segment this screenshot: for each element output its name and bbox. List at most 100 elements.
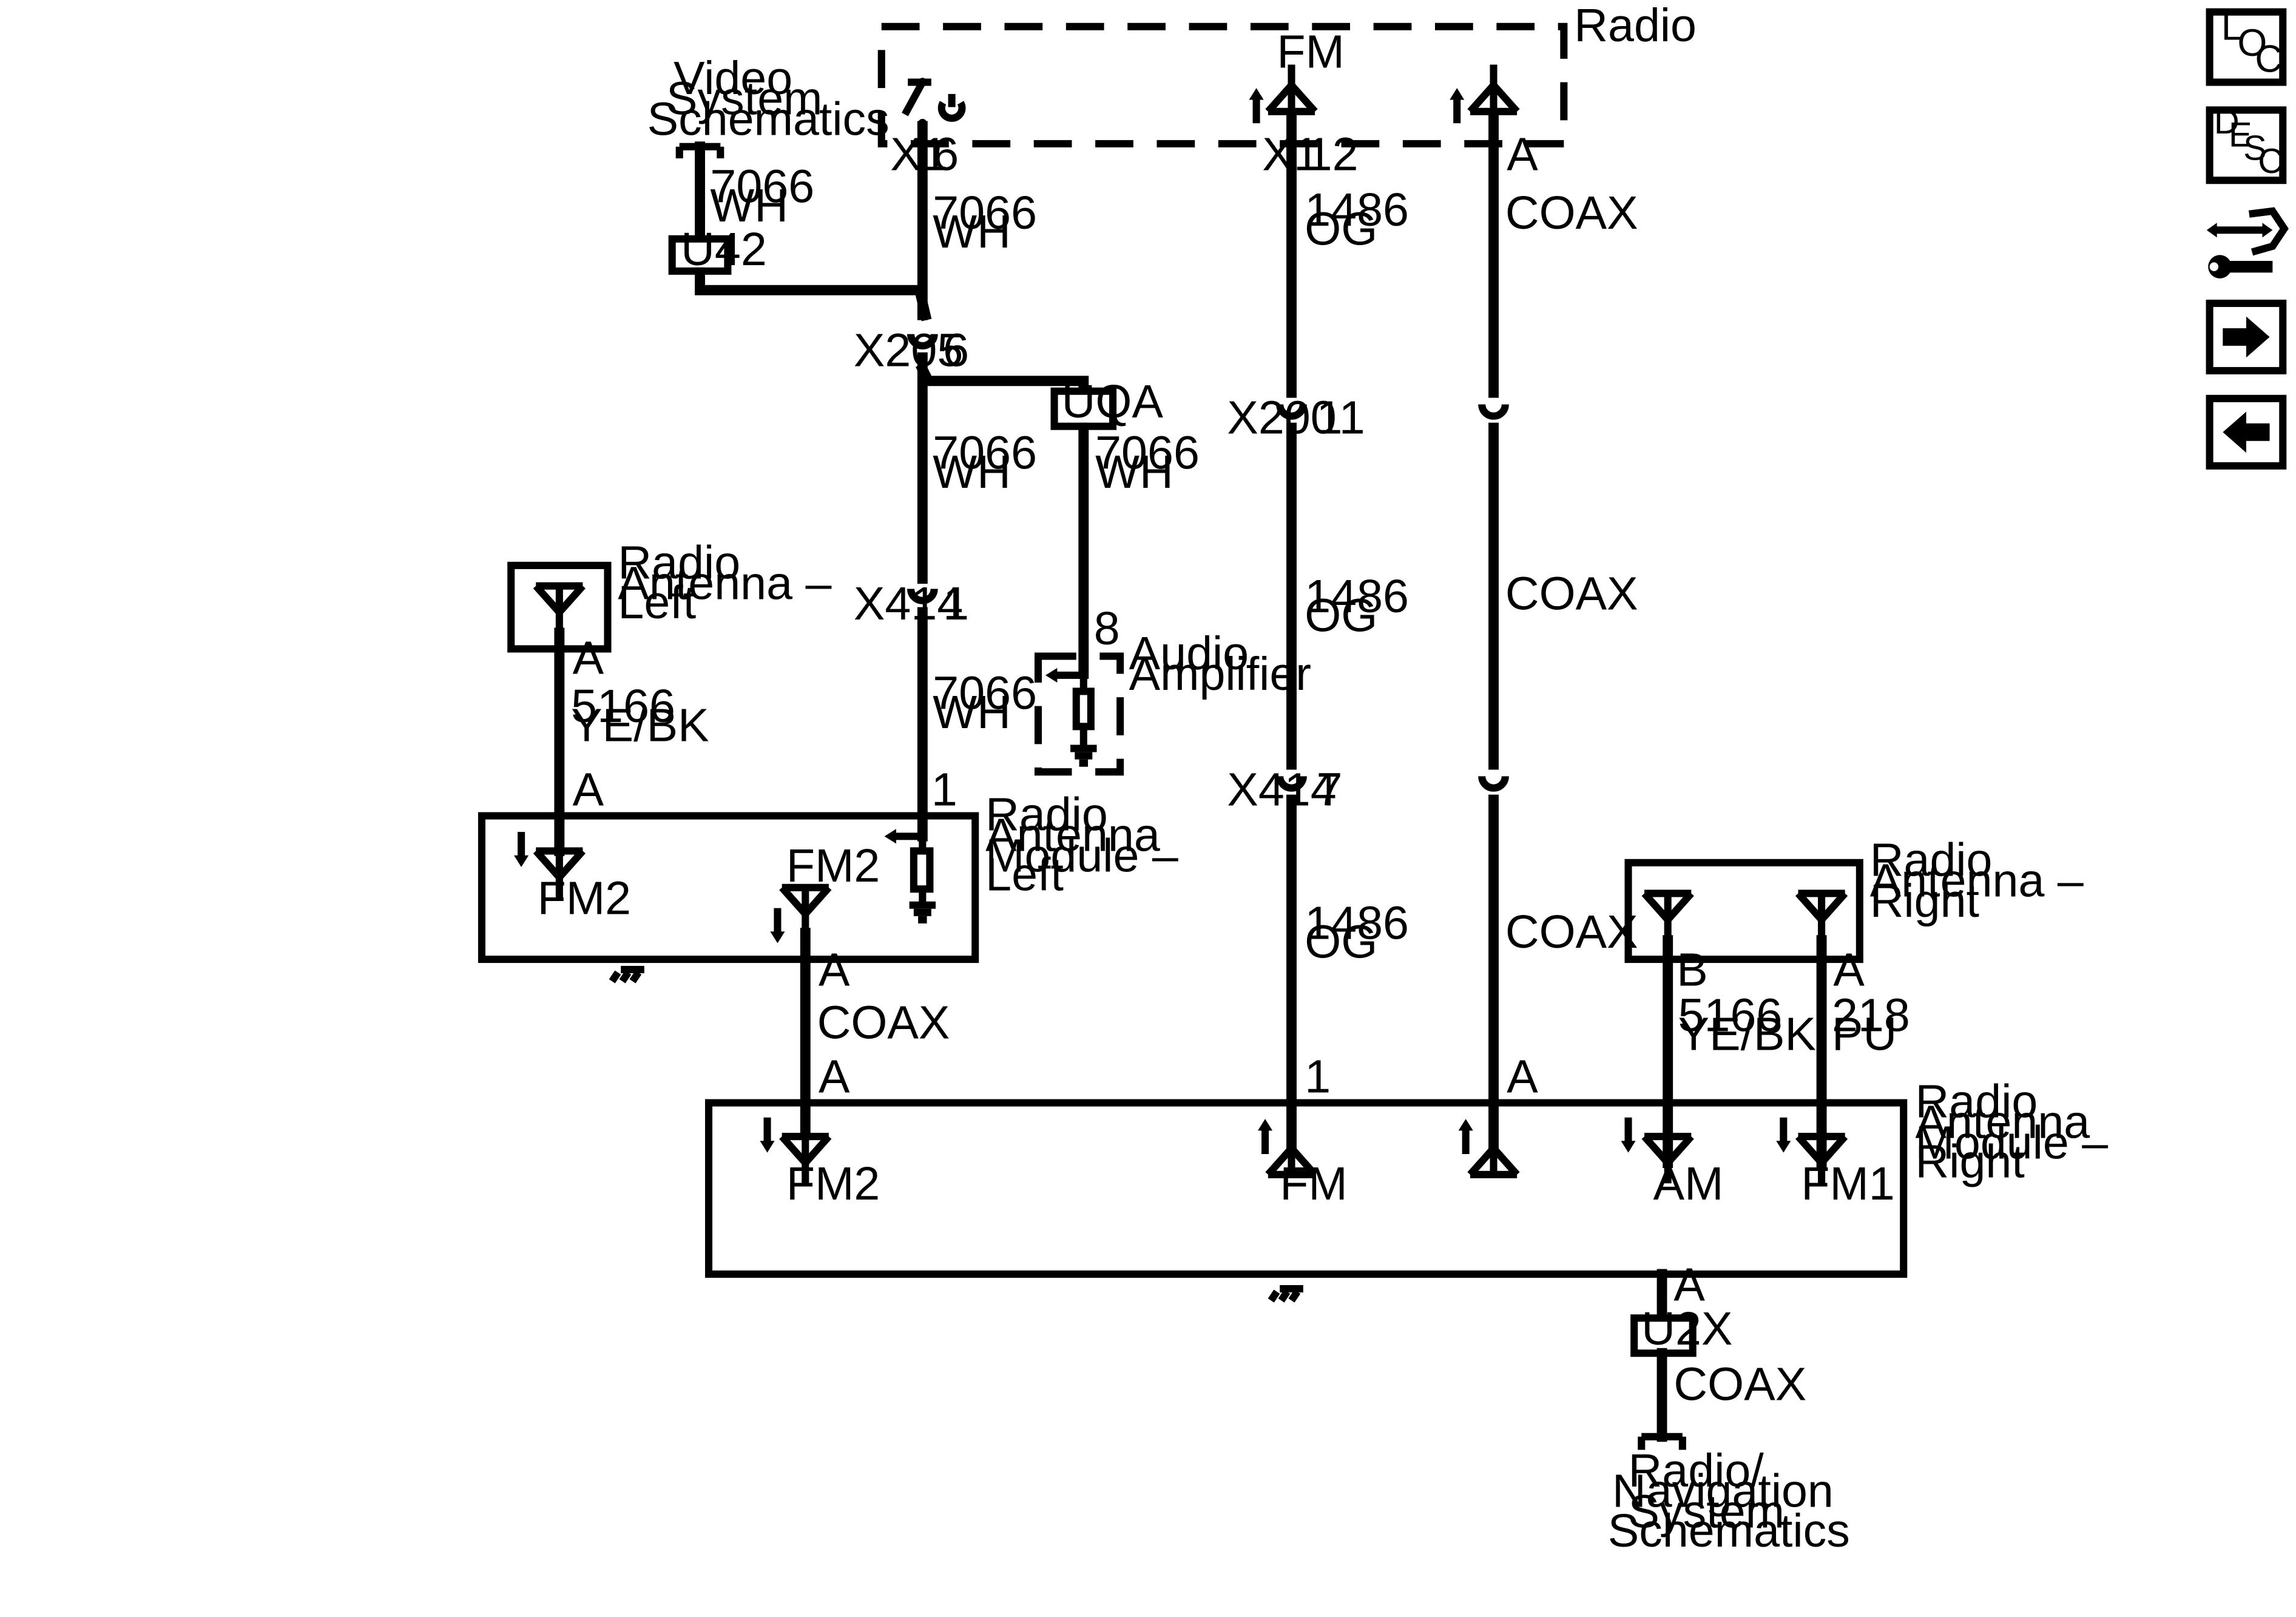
ground-symbol [612, 970, 644, 981]
module-left-l4: Left [985, 849, 1064, 901]
connector-repair-icon[interactable] [2206, 207, 2289, 279]
antenna-symbol [1644, 893, 1691, 940]
module-left-pin-a: A [573, 764, 604, 816]
arrow-down-icon [1621, 1118, 1635, 1153]
wire-wh-label: WH [933, 686, 1011, 738]
amplifier-input-symbol [1045, 667, 1095, 748]
antenna-right-pin-b: B [1676, 944, 1708, 996]
radio-nav-link-l4: Schematics [1608, 1505, 1850, 1557]
module-right-pin-a-fm2: A [819, 1051, 850, 1103]
wire-og-label: OG [1305, 203, 1377, 255]
radio-nav-link-l3: System [1629, 1485, 1784, 1538]
wire-yebk-label: YE/BK [571, 699, 709, 751]
video-link-l2: System [666, 73, 822, 125]
arrow-down-icon [514, 832, 528, 867]
x205-pin-6: 6 [943, 325, 969, 377]
module-right-am-label: AM [1653, 1158, 1724, 1210]
module-right-l1: Radio [1916, 1076, 2038, 1128]
coax-label: COAX [1505, 906, 1638, 958]
module-right-fm-label: FM [1280, 1158, 1348, 1210]
radio-label: Radio [1574, 0, 1697, 52]
arrow-down-icon [770, 908, 785, 944]
next-page-icon [2223, 316, 2270, 358]
module-left-box [478, 812, 979, 964]
wire-1486-label: 1486 [1305, 184, 1409, 236]
antenna-symbol [1470, 1128, 1517, 1175]
wire-wh-label: WH [933, 446, 1011, 498]
x205-label: X205 [854, 325, 963, 377]
wire-og-label: OG [1305, 589, 1377, 641]
wire-1486-label: 1486 [1305, 570, 1409, 623]
module-left-out-pin-a: A [819, 944, 850, 996]
arrow-up-icon [1249, 88, 1264, 123]
audio-amplifier-l1: Audio [1129, 627, 1249, 680]
wire-7066-label: 7066 [710, 160, 814, 212]
wire-7066-label: 7066 [933, 187, 1037, 239]
desc-button[interactable]: D E S C [2206, 103, 2287, 184]
svg-text:C: C [2258, 142, 2283, 181]
antenna-symbol [1798, 893, 1845, 940]
power-icon [937, 93, 966, 122]
module-right-l3: Module – [1916, 1116, 2109, 1169]
radio-fm-label: FM [1277, 25, 1344, 78]
antenna-right-pin-a: A [1833, 944, 1865, 996]
radio-nav-link-l1: Radio/ [1629, 1445, 1764, 1497]
module-left-pin-1: 1 [931, 764, 957, 816]
wire-1486-label: 1486 [1305, 897, 1409, 949]
loc-button[interactable]: L O C [2206, 6, 2287, 86]
ground-symbol [910, 905, 936, 920]
radio-pin-6: 6 [933, 128, 959, 180]
ground-symbol [1271, 1289, 1303, 1300]
module-right-box [704, 1099, 1908, 1278]
arrow-down-icon [760, 1118, 774, 1153]
previous-page-button[interactable] [2206, 394, 2287, 470]
antenna-right-l1: Radio [1870, 834, 1993, 886]
wire-218-label: 218 [1832, 989, 1910, 1041]
video-link-l1: Video [674, 52, 792, 104]
u42-label: U42 [681, 223, 767, 275]
inline-connector-symbol [1482, 776, 1505, 788]
wire-5166-label: 5166 [1678, 989, 1783, 1041]
coax-label: COAX [1505, 567, 1638, 619]
antenna-left-pin-a: A [573, 632, 604, 684]
desc-icon: D [2214, 103, 2240, 141]
radio-component-outline [877, 22, 1568, 147]
x200-label: X200 [1227, 392, 1336, 444]
antenna-left-l2: Antenna – [618, 557, 831, 609]
module-right-l4: Right [1916, 1136, 2025, 1188]
x414-pin-1: 1 [943, 578, 969, 630]
uqa-label: UQA [1062, 376, 1164, 428]
u42-splice-box [668, 235, 732, 275]
next-page-button[interactable] [2206, 299, 2287, 374]
arrow-up-icon [1450, 88, 1464, 123]
module-left-l2: Antenna [985, 809, 1160, 861]
coax-label: COAX [1673, 1358, 1806, 1410]
wire-yebk-label: YE/BK [1678, 1008, 1816, 1061]
arrow-up-icon [1459, 1119, 1473, 1154]
coax-label: COAX [817, 996, 950, 1048]
wire-wh-label: WH [933, 206, 1011, 258]
svg-text:S: S [2243, 129, 2267, 167]
wire-wh-label: WH [1095, 446, 1173, 498]
module-right-fm1-label: FM1 [1801, 1158, 1894, 1210]
antenna-symbol [536, 586, 582, 633]
wire-7066-label: 7066 [1095, 427, 1200, 479]
antenna-right-l2: Antenna – [1870, 854, 2084, 906]
module-left-fm2-label: FM2 [538, 872, 631, 924]
arrow-down-icon [1776, 1118, 1791, 1153]
module-right-fm2-label: FM2 [786, 1158, 880, 1210]
antenna-left-l3: Left [618, 576, 696, 629]
svg-text:E: E [2229, 116, 2252, 155]
wire-pu-label: PU [1832, 1008, 1897, 1061]
x200-pin-11: 11 [1317, 392, 1365, 444]
wire-wh-label: WH [710, 180, 788, 232]
module-right-out-pin-a: A [1673, 1258, 1705, 1311]
radio-nav-link-l2: Navigation [1612, 1465, 1834, 1517]
x414-pin-7: 7 [1317, 764, 1343, 816]
module-right-pin-1: 1 [1305, 1051, 1331, 1103]
inline-connector-symbol [1482, 404, 1505, 416]
amp-pin-8: 8 [1094, 603, 1120, 655]
antenna-symbol [782, 888, 829, 934]
wire-5166-label: 5166 [571, 680, 675, 732]
